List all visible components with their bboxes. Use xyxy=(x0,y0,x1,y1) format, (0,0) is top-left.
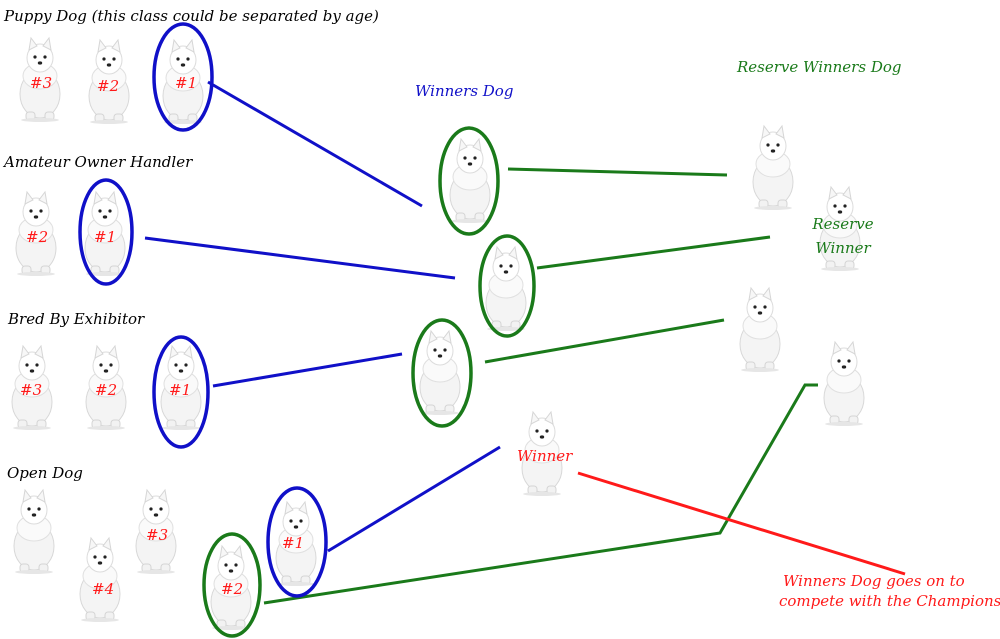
rank-puppy-2: #2 xyxy=(97,77,120,95)
rank-puppy-3: #3 xyxy=(30,74,53,92)
green-line-2 xyxy=(536,235,771,270)
champions-note-line1: Winners Dog goes on to xyxy=(783,572,965,590)
rank-bred-2: #2 xyxy=(95,381,118,399)
green-circle-winners-1 xyxy=(438,126,500,236)
rank-bred-1: #1 xyxy=(169,381,192,399)
reserve-winner-label-line1: Reserve xyxy=(812,215,874,233)
rank-puppy-1: #1 xyxy=(175,74,198,92)
heading-reserve-winners-dog: Reserve Winners Dog xyxy=(737,58,902,76)
green-circle-open-2 xyxy=(202,532,262,638)
red-line-winner xyxy=(577,471,906,576)
green-circle-winners-2 xyxy=(478,234,536,338)
class-title-amateur: Amateur Owner Handler xyxy=(4,153,193,171)
dog-reserve-1 xyxy=(752,125,794,211)
champions-note-line2: compete with the Champions xyxy=(779,592,1000,610)
class-title-open: Open Dog xyxy=(7,464,83,482)
class-title-puppy: Puppy Dog (this class could be separated… xyxy=(4,7,379,25)
heading-winners-dog: Winners Dog xyxy=(415,82,514,100)
blue-line-puppy xyxy=(207,80,423,208)
blue-circle-amateur xyxy=(78,178,134,286)
rank-bred-3: #3 xyxy=(20,381,43,399)
connector-lines xyxy=(144,80,906,605)
blue-line-amateur xyxy=(144,236,456,280)
dog-reserve-3 xyxy=(823,341,865,427)
dog-winners-1 xyxy=(449,138,491,224)
dog-open-unranked xyxy=(13,489,55,575)
dog-winners-3 xyxy=(419,330,461,416)
winner-label: Winner xyxy=(517,447,573,465)
dog-winners-2 xyxy=(485,246,527,332)
rank-open-3: #3 xyxy=(146,526,169,544)
green-line-3 xyxy=(484,318,725,364)
green-line-open-second xyxy=(263,383,818,605)
green-line-1 xyxy=(507,167,728,177)
blue-circle-puppy xyxy=(152,22,214,132)
blue-circle-bred xyxy=(152,335,210,449)
blue-circle-open xyxy=(266,486,328,598)
green-circle-winners-3 xyxy=(411,318,473,428)
rank-open-1: #1 xyxy=(282,534,305,552)
champions-note: Winners Dog goes on to compete with the … xyxy=(779,571,1000,611)
class-title-bred: Bred By Exhibitor xyxy=(8,310,145,328)
rank-open-2: #2 xyxy=(221,580,244,598)
rank-amateur-2: #2 xyxy=(26,228,49,246)
blue-line-open xyxy=(327,445,501,553)
rank-amateur-1: #1 xyxy=(94,228,117,246)
dog-reserve-2 xyxy=(739,287,781,373)
blue-line-bred xyxy=(212,352,403,388)
reserve-winner-label: Reserve Winner xyxy=(808,212,878,260)
reserve-winner-label-line2: Winner xyxy=(815,239,871,257)
rank-open-4: #4 xyxy=(92,580,115,598)
